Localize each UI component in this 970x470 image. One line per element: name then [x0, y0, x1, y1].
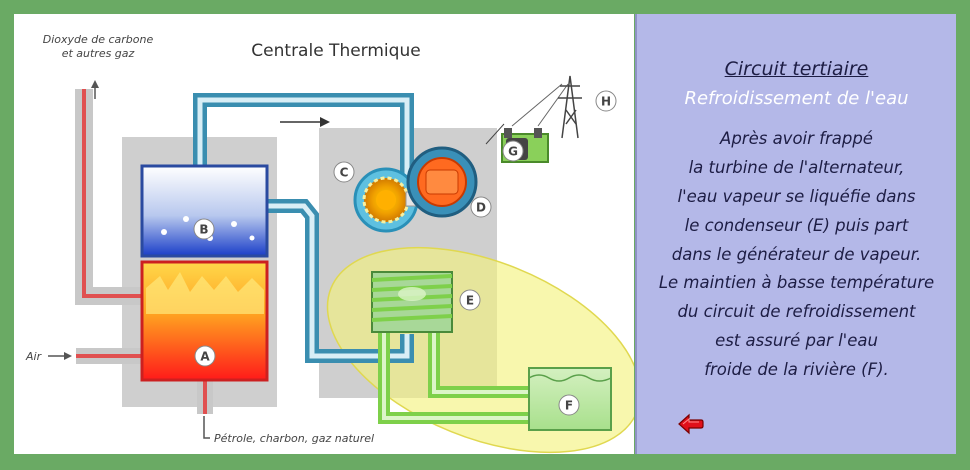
svg-text:C: C — [340, 166, 349, 180]
circuit-subtitle: Refroidissement de l'eau — [684, 88, 909, 109]
description-paragraph-2: Le maintien à basse température du circu… — [637, 268, 956, 384]
circuit-title: Circuit tertiaire — [724, 58, 869, 80]
paragraph-line: la turbine de l'alternateur, — [688, 158, 905, 177]
fuel-label: Pétrole, charbon, gaz naturel — [214, 432, 374, 445]
turbine-icon — [353, 167, 419, 233]
svg-text:E: E — [466, 294, 474, 308]
paragraph-line: le condenseur (E) puis part — [684, 216, 909, 235]
marker-d: D — [470, 196, 492, 218]
paragraph-line: est assuré par l'eau — [715, 331, 878, 350]
info-panel: Circuit tertiaire Refroidissement de l'e… — [635, 14, 956, 454]
exhaust-label-line-2: et autres gaz — [62, 47, 135, 60]
svg-text:B: B — [199, 223, 208, 237]
air-label: Air — [25, 350, 43, 363]
description-paragraph-1: Après avoir frappé la turbine de l'alter… — [637, 124, 956, 269]
exhaust-label-line-1: Dioxyde de carbone — [43, 33, 154, 46]
flames — [146, 272, 264, 314]
paragraph-line: du circuit de refroidissement — [677, 302, 916, 321]
svg-text:G: G — [508, 145, 518, 159]
power-pylon-icon — [558, 75, 582, 139]
power-plant-diagram: A B C D E F G — [14, 14, 634, 454]
svg-text:F: F — [565, 399, 573, 413]
back-arrow-icon — [678, 413, 704, 435]
svg-text:D: D — [476, 201, 486, 215]
marker-g: G — [502, 140, 524, 162]
marker-c: C — [333, 161, 355, 183]
marker-b: B — [193, 218, 215, 240]
svg-text:H: H — [601, 95, 611, 109]
paragraph-line: froide de la rivière (F). — [704, 360, 889, 379]
water-tank — [140, 164, 269, 258]
svg-text:A: A — [200, 350, 210, 364]
condenser-icon — [371, 271, 453, 333]
marker-a: A — [194, 345, 216, 367]
marker-e: E — [459, 289, 481, 311]
diagram-title: Centrale Thermique — [251, 41, 420, 61]
marker-f: F — [558, 394, 580, 416]
paragraph-line: l'eau vapeur se liquéfie dans — [677, 187, 916, 206]
paragraph-line: dans le générateur de vapeur. — [671, 245, 922, 264]
paragraph-line: Après avoir frappé — [720, 129, 873, 148]
back-button[interactable] — [677, 412, 705, 436]
paragraph-line: Le maintien à basse température — [658, 273, 935, 292]
marker-h: H — [595, 90, 617, 112]
diagram-svg: A B C D E F G — [25, 33, 634, 454]
alternator-icon — [406, 146, 478, 218]
